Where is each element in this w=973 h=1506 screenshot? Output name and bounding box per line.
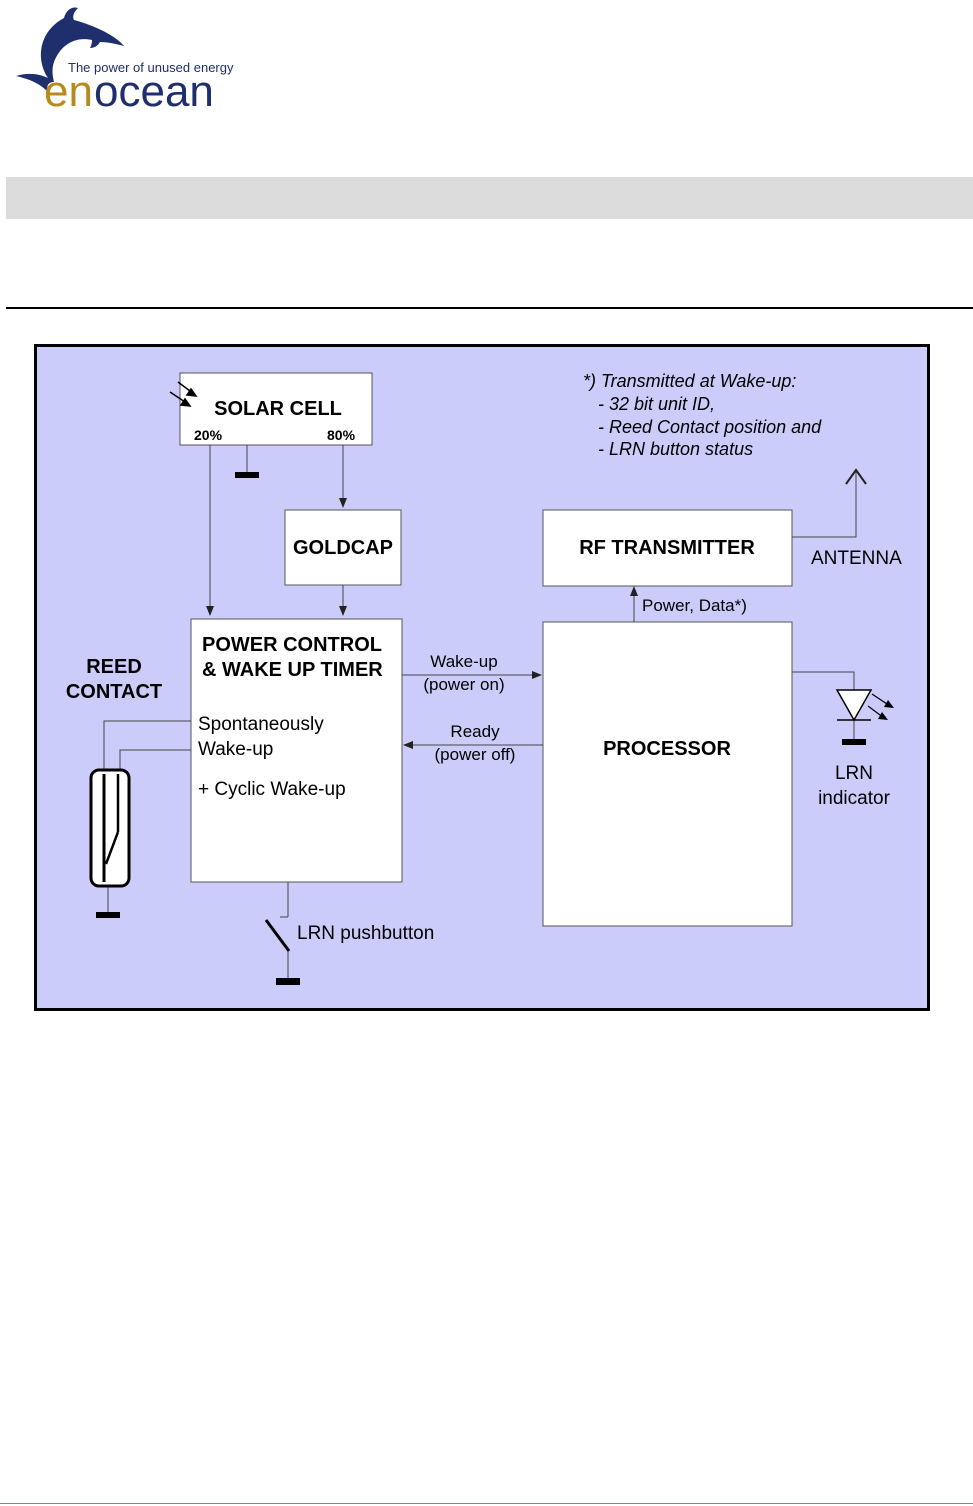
rf-transmitter-label: RF TRANSMITTER <box>579 537 755 559</box>
power-control-title: POWER CONTROL <box>202 634 382 656</box>
processor-label: PROCESSOR <box>603 738 731 760</box>
note-block: *) Transmitted at Wake-up: - 32 bit unit… <box>583 371 822 459</box>
power-data-label: Power, Data*) <box>642 596 747 615</box>
ground-symbol <box>842 739 866 745</box>
ground-symbol <box>96 912 120 918</box>
note-item: - 32 bit unit ID, <box>598 394 715 414</box>
antenna-icon <box>845 468 867 485</box>
reed-contact-icon <box>89 768 131 888</box>
wire-reed-2 <box>119 749 191 770</box>
logo-brand-ocean: ocean <box>94 67 214 116</box>
solar-cell-20pct: 20% <box>194 427 223 443</box>
lrn-indicator-label: LRN <box>835 763 873 784</box>
wire-reed-1 <box>103 720 191 770</box>
spontaneous-label: Spontaneously <box>198 714 324 735</box>
lrn-pushbutton-label: LRN pushbutton <box>297 923 434 944</box>
logo-tagline: The power of unused energy <box>68 60 234 75</box>
solar-cell-label: SOLAR CELL <box>214 398 342 420</box>
footer-rule <box>0 1503 973 1504</box>
cyclic-wakeup-label: + Cyclic Wake-up <box>198 779 346 800</box>
goldcap-block: GOLDCAP <box>284 509 402 586</box>
power-off-label: (power off) <box>435 745 516 764</box>
goldcap-label: GOLDCAP <box>293 537 393 559</box>
power-on-label: (power on) <box>423 675 504 694</box>
wire-antenna <box>792 470 857 538</box>
enocean-logo: The power of unused energy en ocean <box>16 7 234 116</box>
wire-lrn-indicator <box>792 671 855 690</box>
ready-label: Ready <box>450 722 500 741</box>
header-band <box>6 177 973 219</box>
pushbutton-switch-icon <box>264 919 291 952</box>
dolphin-icon <box>16 7 124 92</box>
section-rule <box>6 307 973 309</box>
lrn-indicator-sublabel: indicator <box>818 788 890 809</box>
spontaneous-wakeup-label: Wake-up <box>198 739 273 760</box>
power-control-block: POWER CONTROL & WAKE UP TIMER Spontaneou… <box>190 618 403 883</box>
solar-cell-80pct: 80% <box>327 427 356 443</box>
solar-cell-block: SOLAR CELL 20% 80% <box>179 372 373 446</box>
processor-block: PROCESSOR <box>542 621 793 927</box>
wakeup-label: Wake-up <box>430 652 497 671</box>
contact-label: CONTACT <box>66 681 162 703</box>
light-rays-icon <box>169 381 198 407</box>
power-control-subtitle: & WAKE UP TIMER <box>202 659 383 681</box>
note-title: *) Transmitted at Wake-up: <box>583 371 796 391</box>
ground-symbol <box>235 472 259 478</box>
antenna-label: ANTENNA <box>811 548 902 569</box>
note-item: - Reed Contact position and <box>598 417 822 437</box>
note-item: - LRN button status <box>598 439 753 459</box>
ground-symbol <box>276 978 300 985</box>
logo-brand-en: en <box>44 67 93 116</box>
reed-label: REED <box>86 656 142 678</box>
led-icon <box>835 689 894 722</box>
block-diagram: *) Transmitted at Wake-up: - 32 bit unit… <box>34 344 930 1011</box>
rf-transmitter-block: RF TRANSMITTER <box>542 509 793 587</box>
